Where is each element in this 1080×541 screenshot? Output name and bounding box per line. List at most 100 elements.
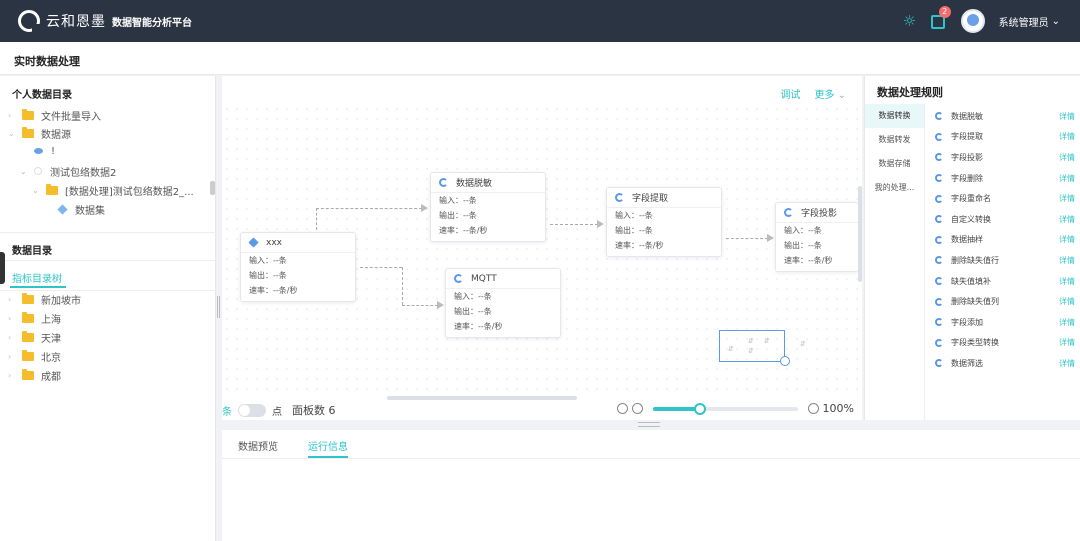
tab-data-transform[interactable]: 数据转换 (865, 104, 924, 128)
rule-item[interactable]: 字段添加详情 (927, 312, 1080, 333)
tab-data-forward[interactable]: 数据转发 (878, 135, 911, 144)
minimap-node-icon: ⇵ (764, 337, 770, 345)
folder-icon (22, 311, 34, 323)
collapse-handle[interactable] (0, 252, 5, 284)
tree-item-datasource[interactable]: ⌄ 数据源 (8, 124, 71, 142)
zoom-fit-icon[interactable] (616, 403, 628, 414)
rule-detail-link[interactable]: 详情 (1059, 152, 1075, 162)
tree-item-exclaim[interactable]: ! (34, 142, 55, 160)
rule-label: 数据抽样 (951, 235, 983, 245)
more-menu-button[interactable]: 更多 (814, 86, 846, 101)
refresh-icon (935, 194, 943, 203)
rule-item[interactable]: 字段重命名详情 (927, 188, 1080, 209)
chevron-down-icon: ⌄ (20, 166, 27, 176)
rule-item[interactable]: 删除缺失值列 详情 (927, 291, 1080, 312)
tree-item-label: 天津 (41, 333, 61, 345)
tree-item-file-import[interactable]: › 文件批量导入 (8, 106, 101, 124)
node-title: 字段投影 (801, 209, 838, 219)
rule-item[interactable]: 字段类型转换 详情 (927, 333, 1080, 354)
tree-item-test-envelope[interactable]: ⌄ 测试包络数据2 (20, 162, 116, 180)
tree-item-processed[interactable]: ⌄ [数据处理]测试包络数据2_... (32, 181, 194, 199)
flow-canvas[interactable]: 调试 更多 xxx 输入：--条 输出：--条 速率：--条/秒 数据脱敏 输入… (222, 76, 862, 420)
rule-detail-link[interactable]: 详情 (1059, 194, 1075, 204)
edge-mode-toggle[interactable] (238, 403, 266, 417)
rule-item[interactable]: 数据筛选详情 (927, 353, 1080, 374)
arrow-right-icon (437, 301, 444, 309)
flow-node-masking[interactable]: 数据脱敏 输入：--条 输出：--条 速率：--条/秒 (430, 172, 546, 242)
rule-label: 删除缺失值列 (951, 297, 999, 307)
rule-item[interactable]: 数据抽样 详情 (927, 230, 1080, 251)
node-title: 字段提取 (632, 194, 669, 204)
rule-detail-link[interactable]: 详情 (1059, 173, 1075, 183)
minimap-resize-handle[interactable] (780, 356, 790, 366)
tab-data-preview[interactable]: 数据预览 (238, 442, 278, 453)
rule-label: 自定义转换 (951, 214, 991, 224)
debug-button[interactable]: 调试 (780, 90, 801, 101)
refresh-icon (935, 359, 943, 368)
rule-detail-link[interactable]: 详情 (1059, 255, 1075, 265)
flow-node-projection[interactable]: 字段投影 输入：--条 输出：--条 速率：--条/秒 (775, 202, 859, 272)
canvas-horizontal-scrollbar[interactable] (387, 396, 577, 400)
notification-button[interactable]: 2 (930, 6, 951, 29)
rule-detail-link[interactable]: 详情 (1059, 338, 1075, 348)
rule-detail-link[interactable]: 详情 (1059, 132, 1075, 142)
canvas-vertical-scrollbar[interactable] (858, 186, 862, 282)
scrollbar[interactable] (210, 181, 215, 195)
divider (0, 232, 216, 233)
minimap-viewport[interactable]: ⇵ ⇵ ⇵ ⇵ (719, 330, 785, 362)
tree-item-shanghai[interactable]: › 上海 (8, 309, 61, 327)
rule-item[interactable]: 字段提取详情 (927, 127, 1080, 148)
flow-node-source[interactable]: xxx 输入：--条 输出：--条 速率：--条/秒 (240, 232, 356, 302)
rule-detail-link[interactable]: 详情 (1059, 358, 1075, 368)
tab-data-storage[interactable]: 数据存储 (878, 159, 911, 168)
rule-detail-link[interactable]: 详情 (1059, 111, 1075, 121)
flow-node-extract[interactable]: 字段提取 输入：--条 输出：--条 速率：--条/秒 (606, 187, 722, 257)
tree-item-tianjin[interactable]: › 天津 (8, 328, 61, 346)
rule-label: 字段删除 (951, 173, 983, 183)
refresh-icon (935, 215, 943, 224)
refresh-icon (935, 318, 943, 327)
chevron-down-icon: ⌄ (8, 128, 15, 138)
user-menu[interactable]: 系统管理员 ⌄ (999, 14, 1060, 29)
chevron-down-icon: ⌄ (32, 185, 39, 195)
tab-indicator-tree[interactable]: 指标目录树 (12, 274, 62, 285)
page-title-bar: 实时数据处理 (0, 42, 1080, 75)
tree-item-singapore[interactable]: › 新加坡市 (8, 290, 81, 308)
theme-sun-icon[interactable]: ☼ (902, 12, 917, 30)
rule-label: 字段类型转换 (951, 338, 999, 348)
zoom-in-icon[interactable] (807, 403, 819, 414)
tab-run-info[interactable]: 运行信息 (308, 442, 348, 453)
tree-item-label: [数据处理]测试包络数据2_... (65, 186, 194, 198)
rule-item[interactable]: 缺失值填补详情 (927, 271, 1080, 292)
top-bar: 云和恩墨 数据智能分析平台 ☼ 2 系统管理员 ⌄ (0, 0, 1080, 42)
panel-resize-handle[interactable] (638, 422, 660, 427)
tree-item-label: 数据源 (41, 129, 71, 141)
rule-detail-link[interactable]: 详情 (1059, 276, 1075, 286)
rule-item[interactable]: 自定义转换 详情 (927, 209, 1080, 230)
rule-label: 数据脱敏 (951, 111, 983, 121)
rule-detail-link[interactable]: 详情 (1059, 235, 1075, 245)
rule-detail-link[interactable]: 详情 (1059, 317, 1075, 327)
rule-list: 数据脱敏详情字段提取详情字段投影详情字段删除详情字段重命名详情自定义转换详情数据… (927, 106, 1080, 374)
tree-item-chengdu[interactable]: › 成都 (8, 366, 61, 384)
tree-item-label: 北京 (41, 352, 61, 364)
rule-item[interactable]: 字段投影详情 (927, 147, 1080, 168)
tree-item-beijing[interactable]: › 北京 (8, 347, 61, 365)
rule-item[interactable]: 数据脱敏 详情 (927, 106, 1080, 127)
rule-detail-link[interactable]: 详情 (1059, 214, 1075, 224)
splitter-handle[interactable] (217, 296, 220, 318)
zoom-slider[interactable] (652, 402, 798, 415)
tree-item-dataset[interactable]: 数据集 (57, 200, 105, 218)
zoom-out-icon[interactable] (631, 403, 643, 414)
minimap-node-icon: ⇵ (748, 347, 754, 355)
flow-node-mqtt[interactable]: MQTT 输入：--条 输出：--条 速率：--条/秒 (445, 268, 561, 338)
logo[interactable]: 云和恩墨 数据智能分析平台 (18, 10, 192, 32)
zoom-slider-thumb[interactable] (694, 402, 707, 415)
avatar[interactable] (960, 9, 985, 33)
tab-my-processing[interactable]: 我的处理... (874, 183, 915, 192)
node-rate: 速率：--条/秒 (454, 322, 503, 331)
rule-item[interactable]: 字段删除 详情 (927, 168, 1080, 189)
rule-detail-link[interactable]: 详情 (1059, 297, 1075, 307)
refresh-icon (935, 153, 943, 162)
rule-item[interactable]: 删除缺失值行详情 (927, 250, 1080, 271)
